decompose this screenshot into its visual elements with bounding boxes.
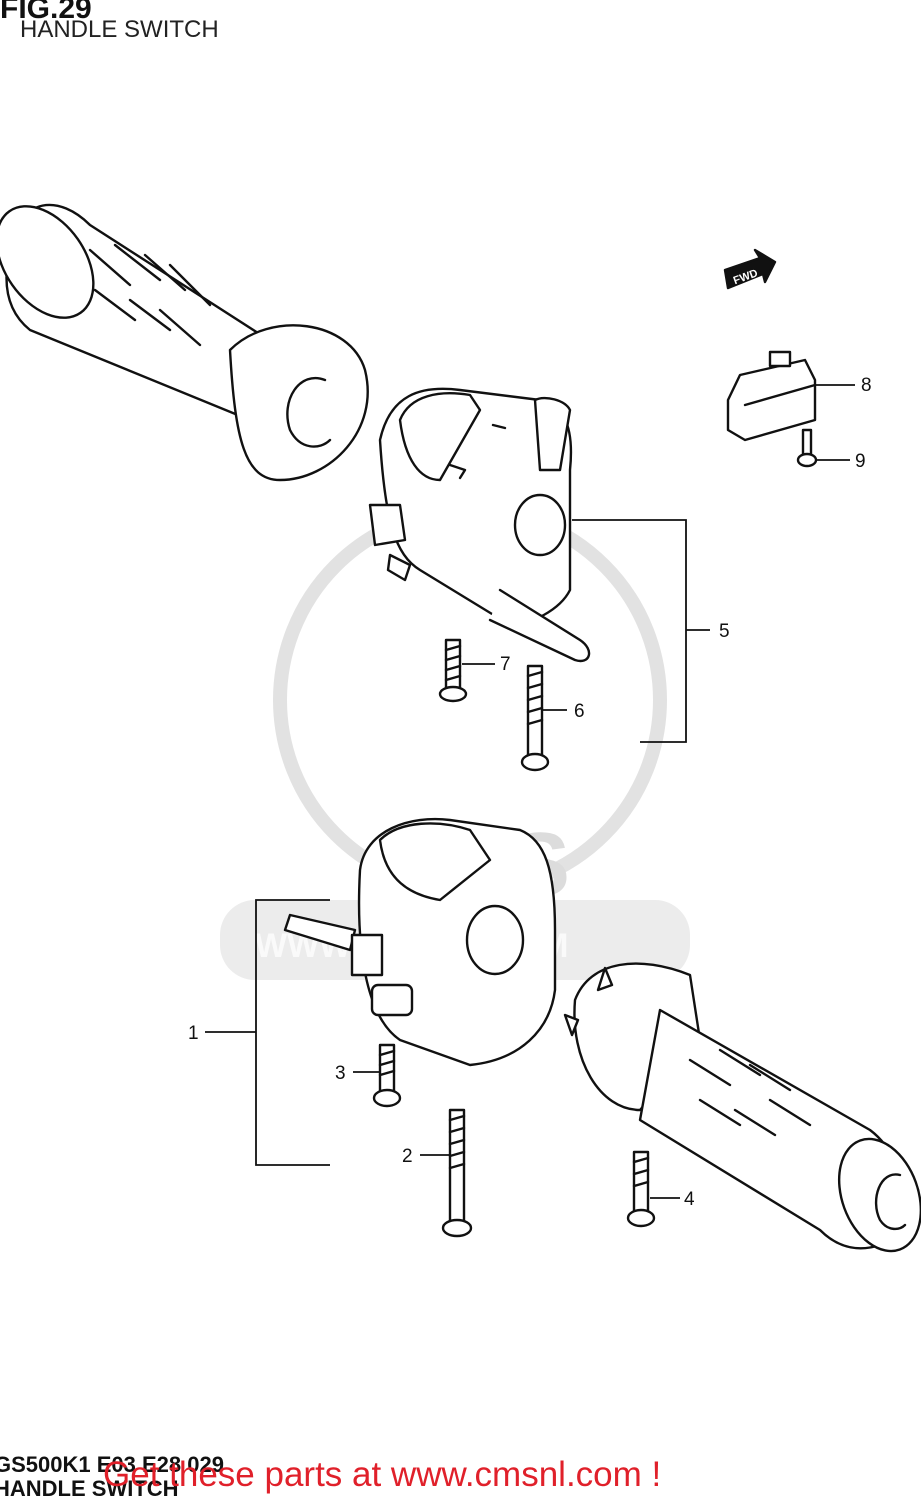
switch-unit-part8 [726, 350, 817, 442]
callout-4: 4 [684, 1189, 695, 1210]
callout-labels: 1 2 3 4 5 6 7 8 9 [188, 375, 872, 1210]
callout-7: 7 [500, 654, 511, 675]
promo-link[interactable]: Get these parts at www.cmsnl.com ! [103, 1455, 662, 1494]
screw-part4 [626, 1150, 656, 1228]
figure-number: FIG.29 [0, 0, 92, 25]
screw-part2 [441, 1108, 473, 1238]
leader-lines [205, 384, 855, 1199]
callout-8: 8 [861, 375, 872, 396]
callout-2: 2 [402, 1146, 413, 1167]
leader-1 [205, 899, 330, 1166]
screw-part9 [796, 428, 818, 468]
callout-6: 6 [574, 701, 585, 722]
callout-9: 9 [855, 451, 866, 472]
callout-1: 1 [188, 1023, 199, 1044]
screw-part3 [372, 1043, 402, 1108]
screw-part6 [520, 664, 550, 772]
figure-title: HANDLE SWITCH [20, 16, 219, 43]
right-grip [563, 962, 921, 1253]
diagram-code: GS500K1 E03 E28 029 [0, 1452, 224, 1477]
left-switch-housing [283, 817, 557, 1067]
right-switch-housing [368, 387, 591, 663]
callout-5: 5 [719, 621, 730, 642]
screw-part7 [438, 638, 468, 703]
fwd-arrow [723, 248, 777, 290]
diagram-code-title: HANDLE SWITCH [0, 1476, 179, 1501]
left-grip [0, 203, 369, 482]
leader-5 [572, 519, 710, 743]
callout-3: 3 [335, 1063, 346, 1084]
